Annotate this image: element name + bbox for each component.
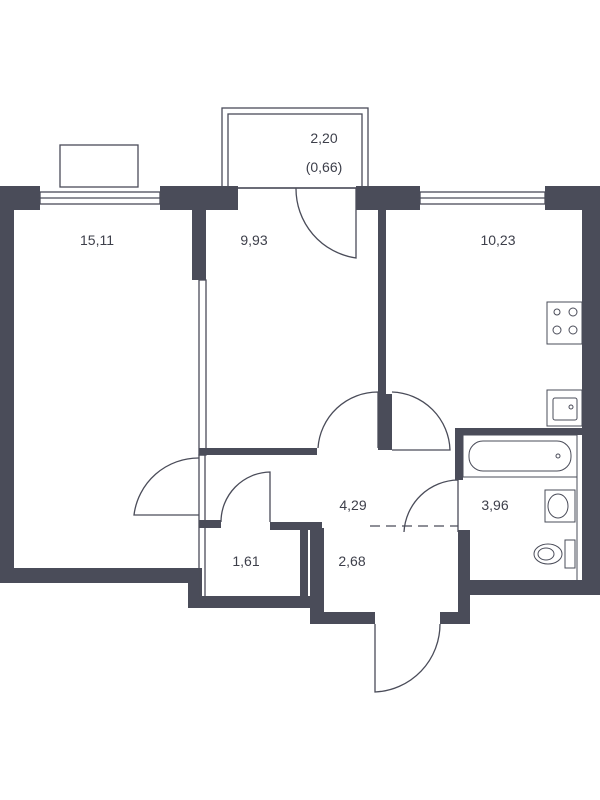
wall-bath-top xyxy=(455,428,600,435)
hallway-area: 4,29 xyxy=(339,497,366,513)
balcony-area-reduced: (0,66) xyxy=(306,159,343,175)
wall-closet-bottom xyxy=(188,596,323,608)
windows xyxy=(39,191,546,205)
wall-top-mid-right xyxy=(356,186,420,210)
balcony-area: 2,20 xyxy=(310,130,337,146)
wall-bottom-right xyxy=(458,580,600,595)
wall-bath-left xyxy=(455,428,463,480)
bathroom-area: 3,96 xyxy=(481,497,508,513)
entrance-area: 2,68 xyxy=(338,553,365,569)
door-middle-room xyxy=(317,391,379,449)
balcony-main xyxy=(221,107,369,189)
wall-int-1b xyxy=(198,279,207,456)
wall-top-left-mid xyxy=(160,186,238,210)
wall-entrance-bottom-left xyxy=(310,612,375,624)
wall-bottom-left xyxy=(0,568,200,583)
door-large-room xyxy=(133,457,200,516)
wall-right-lower xyxy=(582,430,600,595)
wall-int-2-stub xyxy=(386,394,392,450)
wall-closet-top-r xyxy=(270,522,322,530)
washbasin-icon xyxy=(544,489,576,523)
door-bathroom xyxy=(403,479,459,533)
wall-int-1 xyxy=(192,210,206,280)
kitchen-sink-icon xyxy=(546,389,583,427)
wall-hall-top-left xyxy=(199,448,317,455)
closet-area: 1,61 xyxy=(232,553,259,569)
door-balcony xyxy=(295,187,357,259)
balconies xyxy=(59,107,369,189)
room-middle-area: 9,93 xyxy=(240,232,267,248)
balcony-small xyxy=(59,144,139,188)
fixtures xyxy=(462,301,583,580)
wall-closet-top-l xyxy=(199,520,221,528)
stove-icon xyxy=(546,301,583,345)
wall-entrance-left xyxy=(310,528,324,624)
room-large-area: 15,11 xyxy=(80,232,114,248)
room-labels: 15,11 9,93 2,20 (0,66) 10,23 4,29 3,96 1… xyxy=(80,130,516,569)
doors xyxy=(133,187,459,693)
toilet-icon xyxy=(533,539,576,569)
wall-right xyxy=(582,186,600,434)
room-kitchen-area: 10,23 xyxy=(480,232,515,248)
wall-bath-left-low xyxy=(458,530,466,590)
walls xyxy=(0,186,600,624)
door-closet xyxy=(220,471,271,523)
wall-int-2 xyxy=(378,210,386,450)
wall-closet-right xyxy=(300,528,308,603)
door-entrance xyxy=(374,623,441,693)
door-kitchen xyxy=(391,391,451,451)
wall-closet-left-thin xyxy=(198,454,206,601)
wall-left xyxy=(0,186,14,583)
